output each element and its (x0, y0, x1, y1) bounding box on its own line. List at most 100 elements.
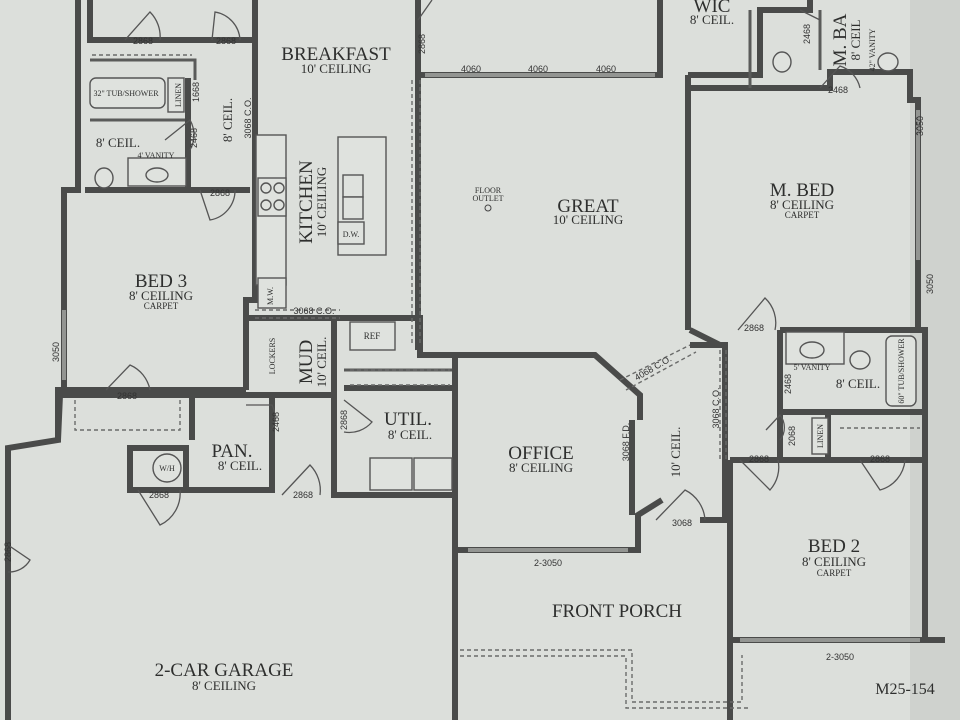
opening-code: 3068 C.O. (243, 97, 253, 138)
bath-right-ceiling: 8' CEIL. (836, 376, 880, 391)
office-name: OFFICE (508, 443, 573, 464)
opening-code: 3068 F.D. (621, 423, 631, 462)
toilet-left-icon (94, 167, 114, 189)
bath-left-ceiling: 8' CEIL. (96, 135, 140, 150)
fixture-labels: 32" TUB/SHOWER LINEN 4' VANITY D.W. M.W.… (93, 28, 906, 473)
toilet-right-icon (849, 350, 871, 370)
floor-outlet-label-2: OUTLET (472, 194, 503, 203)
tub-right-label: 60" TUB/SHOWER (897, 338, 906, 404)
linen-right-shelf (811, 417, 829, 455)
door-code: 2868 (339, 410, 349, 430)
water-heater-icon (152, 453, 182, 483)
window-code: 4060 (596, 64, 616, 74)
room-labels: BREAKFAST 10' CEILING GREAT 10' CEILING … (96, 0, 880, 693)
m-bed-floor: CARPET (785, 210, 820, 220)
opening-code: 3068 C.O. (293, 306, 334, 316)
lockers-label: LOCKERS (268, 338, 277, 374)
window-code: 4060 (528, 64, 548, 74)
m-bath-label-group: M. BA 8' CEIL (830, 13, 863, 66)
window-code: 3050 (915, 116, 925, 136)
door-code: 2868 (216, 36, 236, 46)
door-code: 2868 (117, 391, 137, 401)
m-bed-name: M. BED (770, 180, 834, 201)
hall-left-ceiling: 8' CEIL. (220, 98, 235, 142)
tub-right (885, 335, 917, 407)
wic-ceiling: 8' CEIL. (690, 12, 734, 27)
office-ceiling: 8' CEILING (509, 460, 573, 475)
kitchen-name: KITCHEN (296, 160, 317, 244)
m-bath-name: M. BA (830, 13, 851, 66)
vanity-mbath-label: 42" VANITY (868, 28, 877, 71)
door-code: 1668 (191, 82, 201, 102)
bed3-floor: CARPET (144, 301, 179, 311)
microwave (257, 277, 287, 309)
sink-mbath-icon (877, 52, 899, 72)
garage-name: 2-CAR GARAGE (155, 660, 294, 681)
pan-name: PAN. (211, 441, 252, 462)
great-name: GREAT (557, 196, 619, 217)
sink-left-icon (145, 167, 169, 183)
tub-left-label: 32" TUB/SHOWER (93, 89, 159, 98)
breakfast-name: BREAKFAST (281, 44, 391, 65)
floor-outlet-label-1: FLOOR (475, 186, 502, 195)
dishwasher (337, 221, 365, 245)
breakfast-ceiling: 10' CEILING (301, 61, 372, 76)
door-code: 2868 (293, 490, 313, 500)
bed3-name: BED 3 (135, 271, 187, 292)
opening-code: 3068 C.O. (711, 387, 721, 428)
washer (369, 457, 413, 491)
door-code: 2868 (210, 188, 230, 198)
great-ceiling: 10' CEILING (553, 212, 624, 227)
sink-right-icon (799, 341, 825, 359)
plan-id: M25-154 (875, 681, 935, 698)
ref-label: REF (364, 331, 381, 341)
kitchen-label-group: KITCHEN 10' CEILING (296, 160, 329, 244)
door-code: 2868 (744, 323, 764, 333)
door-code: 2868 (3, 542, 13, 562)
util-ceiling: 8' CEIL. (388, 427, 432, 442)
door-code: 2868 (749, 454, 769, 464)
door-code: 2468 (828, 85, 848, 95)
foyer-label-group: 10' CEIL. (668, 427, 683, 478)
windows (62, 73, 920, 642)
door-code: 2868 (870, 454, 890, 464)
wh-label: W/H (159, 464, 175, 473)
linen-left-label: LINEN (174, 83, 183, 107)
door-code: 3068 (672, 518, 692, 528)
door-code: 2468 (271, 412, 281, 432)
door-code: 2468 (802, 24, 812, 44)
sink-basin-2 (342, 196, 364, 220)
dw-label: D.W. (343, 230, 360, 239)
m-bed-ceiling: 8' CEILING (770, 197, 834, 212)
window-code: 4060 (461, 64, 481, 74)
toilet-mbath-icon (772, 51, 792, 73)
vanity-right-label: 5' VANITY (794, 363, 831, 372)
door-code: 2868 (133, 36, 153, 46)
window-code: 2-3050 (534, 558, 562, 568)
bed2-name: BED 2 (808, 536, 860, 557)
floor-outlet-icon (484, 204, 492, 212)
dryer (413, 457, 453, 491)
tub-left (89, 77, 166, 109)
door-code: 2068 (787, 426, 797, 446)
linen-left-shelf (167, 77, 185, 113)
hall-left-label-group: 8' CEIL. (220, 98, 235, 142)
m-bath-ceiling: 8' CEIL (848, 19, 863, 60)
foyer-ceiling: 10' CEIL. (668, 427, 683, 478)
opening-codes: 2868 2868 2868 2868 2868 2868 2868 2868 … (3, 24, 935, 662)
linen-right-label: LINEN (816, 424, 825, 448)
door-code: 2468 (189, 128, 199, 148)
wic-name: WIC (694, 0, 731, 17)
dashed-lines (74, 54, 920, 709)
bed2-floor: CARPET (817, 568, 852, 578)
mud-name: MUD (296, 340, 317, 384)
garage-ceiling: 8' CEILING (192, 678, 256, 693)
mud-ceiling: 10' CEIL. (314, 337, 329, 388)
door-code: 2468 (783, 374, 793, 394)
bed3-ceiling: 8' CEILING (129, 288, 193, 303)
window-code: 3050 (925, 274, 935, 294)
mud-label-group: MUD 10' CEIL. (296, 337, 329, 388)
window-code: 2-3050 (826, 652, 854, 662)
util-name: UTIL. (384, 409, 432, 430)
